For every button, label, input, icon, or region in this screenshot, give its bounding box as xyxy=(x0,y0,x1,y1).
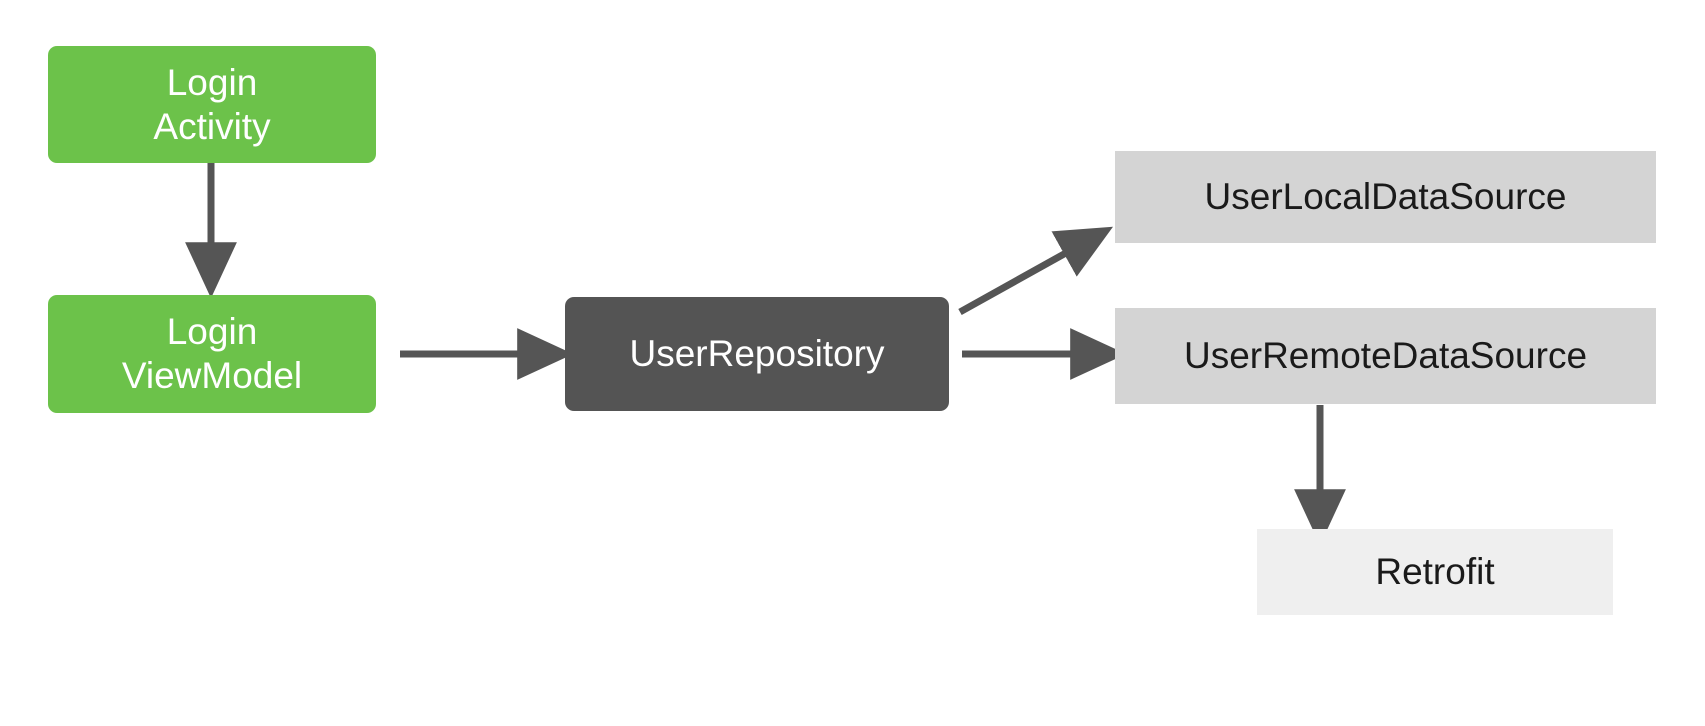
node-user-remote-datasource[interactable]: UserRemoteDataSource xyxy=(1115,308,1656,404)
node-user-remote-datasource-label: UserRemoteDataSource xyxy=(1183,335,1588,377)
node-user-repository-label: UserRepository xyxy=(629,333,885,375)
node-retrofit-label: Retrofit xyxy=(1375,551,1495,593)
arrow-repository-to-local-datasource xyxy=(958,226,1114,316)
node-login-activity[interactable]: Login Activity xyxy=(48,46,376,163)
node-user-repository[interactable]: UserRepository xyxy=(565,297,949,411)
node-login-activity-label: Login Activity xyxy=(153,61,271,147)
node-user-local-datasource[interactable]: UserLocalDataSource xyxy=(1115,151,1656,243)
node-login-viewmodel-label: Login ViewModel xyxy=(121,311,303,396)
node-retrofit[interactable]: Retrofit xyxy=(1257,529,1613,615)
node-login-viewmodel[interactable]: Login ViewModel xyxy=(48,295,376,413)
node-user-local-datasource-label: UserLocalDataSource xyxy=(1204,176,1567,218)
